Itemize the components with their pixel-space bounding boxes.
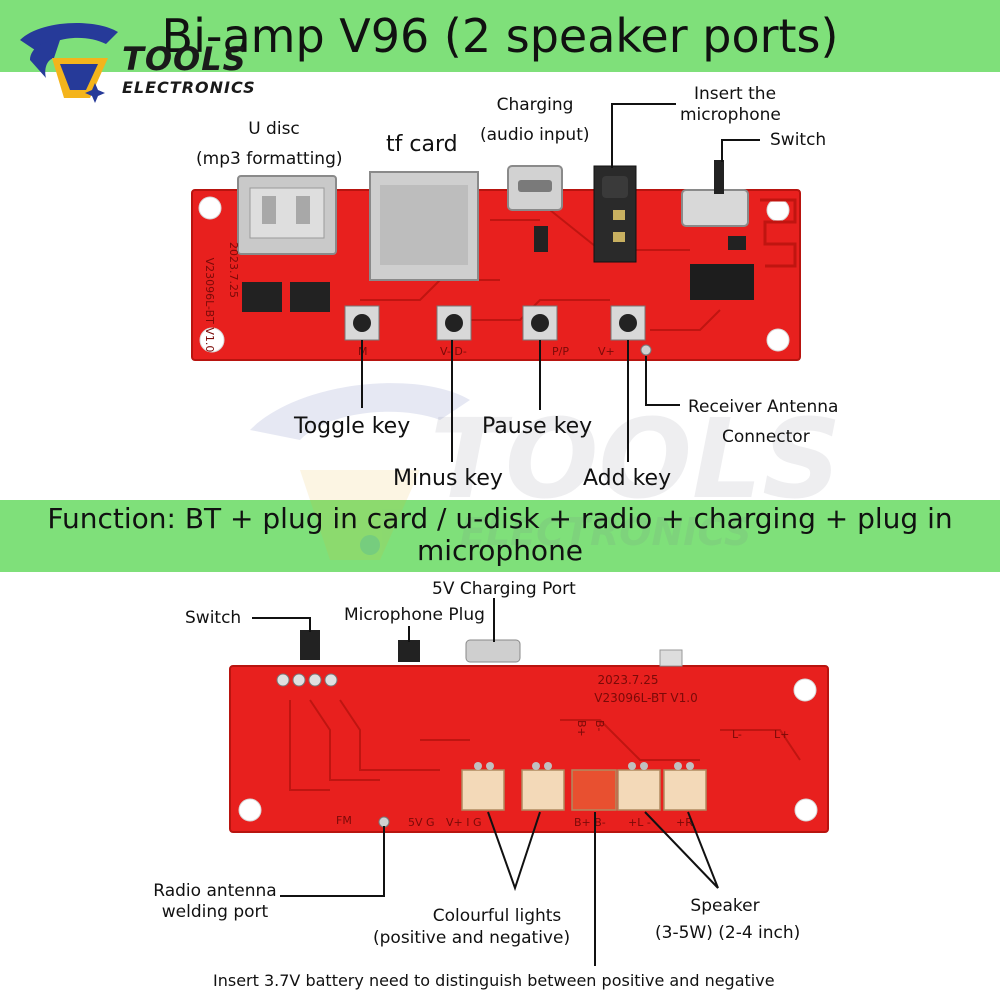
label-5v-charging-port: 5V Charging Port [432, 579, 576, 599]
label-switch-bottom: Switch [185, 608, 242, 628]
bottom-silk-r: +R [676, 816, 693, 829]
function-description: Function: BT + plug in card / u-disk + r… [47, 502, 953, 567]
label-insert-mic-2: microphone [680, 105, 781, 125]
top-silk-vplus: V+ [598, 345, 615, 358]
label-lights-polarity: (positive and negative) [373, 928, 571, 948]
watermark-logo-icon [250, 383, 470, 560]
bottom-silk-bb: B+ B- [574, 816, 606, 829]
logo-subtext: ELECTRONICS [122, 78, 256, 97]
bottom-silk-vig: V+ I G [446, 816, 482, 829]
label-microphone-plug: Microphone Plug [344, 605, 485, 625]
label-welding-port: welding port [161, 902, 269, 922]
label-colourful-lights: Colourful lights [432, 906, 562, 926]
label-toggle-key: Toggle key [294, 414, 411, 439]
title-band [0, 0, 1000, 72]
label-receiver-antenna: Receiver Antenna [688, 397, 839, 417]
top-leader-lines [361, 103, 760, 462]
label-charging-audio: (audio input) [480, 125, 590, 145]
logo-text: TOOLS [122, 40, 247, 78]
label-pause-key: Pause key [482, 414, 593, 439]
bottom-silk-lplus: L+ [774, 728, 789, 741]
tools-logo-icon [20, 22, 118, 103]
top-silk-vd: V- D- [440, 345, 467, 358]
bottom-silk-bminus: B- [593, 720, 606, 732]
bottom-silk-lminus: L- [732, 728, 742, 741]
bottom-pcb [229, 665, 829, 833]
label-minus-key: Minus key [393, 466, 503, 491]
label-speaker: Speaker [690, 896, 760, 916]
label-battery: Insert 3.7V battery need to distinguish … [213, 971, 775, 990]
label-insert-mic: Insert the [693, 84, 777, 104]
bottom-silk-5vg: 5V G [408, 816, 435, 829]
bottom-silk-date: 2023.7.25 [597, 673, 658, 687]
top-pcb [191, 160, 801, 361]
top-buttons [344, 305, 646, 341]
bottom-silk-fm: FM [336, 814, 352, 827]
top-silk-pp: P/P [552, 345, 569, 358]
label-antenna-connector: Connector [722, 427, 810, 447]
label-tf-card: tf card [386, 132, 458, 157]
bottom-silk-l: +L - [628, 816, 651, 829]
bottom-leader-lines [252, 598, 719, 966]
label-switch-top: Switch [770, 130, 827, 150]
page-title: Bi-amp V96 (2 speaker ports) [161, 9, 839, 63]
bottom-silk-bplus: B+ [575, 720, 588, 737]
label-speaker-spec: (3-5W) (2-4 inch) [655, 923, 801, 943]
label-u-disc-format: (mp3 formatting) [196, 149, 343, 169]
label-charging: Charging [496, 95, 574, 115]
label-radio-antenna: Radio antenna [153, 881, 277, 901]
label-u-disc: U disc [248, 119, 300, 139]
top-silk-version: V23096L-BT V1.0 [203, 258, 216, 353]
label-add-key: Add key [583, 466, 672, 491]
bottom-silk-version: V23096L-BT V1.0 [594, 691, 697, 705]
function-band [0, 500, 1000, 572]
top-silk-date: 2023.7.25 [227, 242, 240, 298]
